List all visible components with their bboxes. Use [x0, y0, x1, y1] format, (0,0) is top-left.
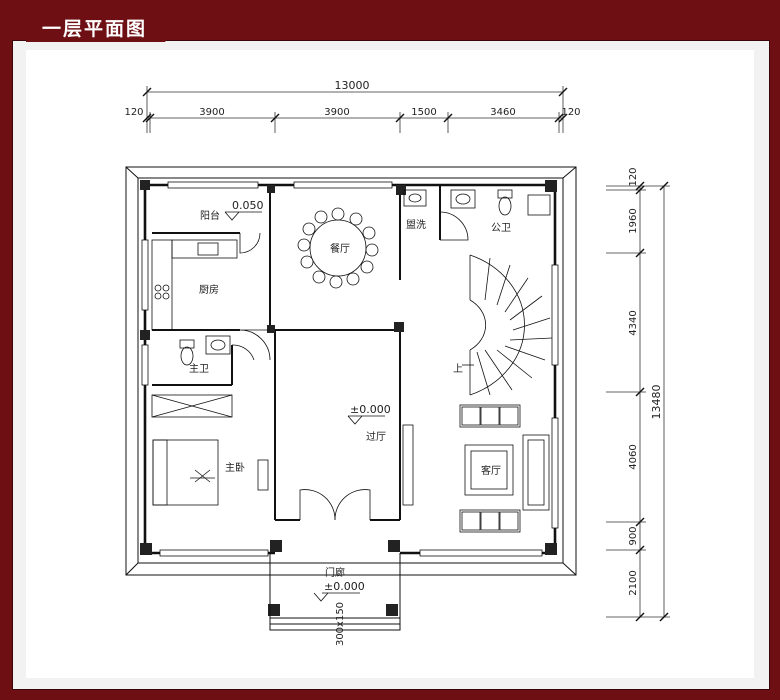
balcony-level: 0.050 [232, 199, 264, 212]
room-master-bed: 主卧 [225, 461, 245, 474]
dim-top-1: 120 [124, 107, 143, 118]
dim-top-5: 3460 [490, 107, 515, 118]
dim-right-1: 120 [628, 167, 639, 186]
dim-top-2: 3900 [199, 107, 224, 118]
dim-overall-width: 13000 [335, 79, 370, 92]
room-master-bath: 主卫 [189, 363, 209, 375]
dim-right-3: 4340 [628, 310, 639, 335]
stair-up: 上 [453, 363, 463, 375]
porch-level: ±0.000 [324, 580, 365, 593]
room-kitchen: 厨房 [199, 283, 219, 296]
dim-right-4: 4060 [628, 444, 639, 469]
room-hall: 过厅 [366, 430, 386, 443]
dim-right-5: 900 [628, 526, 639, 545]
dim-overall-depth: 13480 [650, 385, 663, 420]
room-dining: 餐厅 [330, 242, 350, 255]
step-note: 300x150 [335, 602, 346, 646]
page-title: 一层平面图 [26, 12, 188, 42]
dim-top-4: 1500 [411, 107, 436, 118]
room-porch: 门廊 [325, 566, 345, 579]
hall-level: ±0.000 [350, 403, 391, 416]
dim-right-2: 1960 [628, 208, 639, 233]
room-living: 客厅 [481, 464, 501, 477]
room-balcony: 阳台 [200, 209, 220, 222]
room-laundry: 盥洗 [406, 219, 426, 231]
dim-top-3: 3900 [324, 107, 349, 118]
dim-top-6: 120 [561, 107, 580, 118]
dim-right-6: 2100 [628, 570, 639, 595]
room-public-bath: 公卫 [491, 223, 511, 234]
